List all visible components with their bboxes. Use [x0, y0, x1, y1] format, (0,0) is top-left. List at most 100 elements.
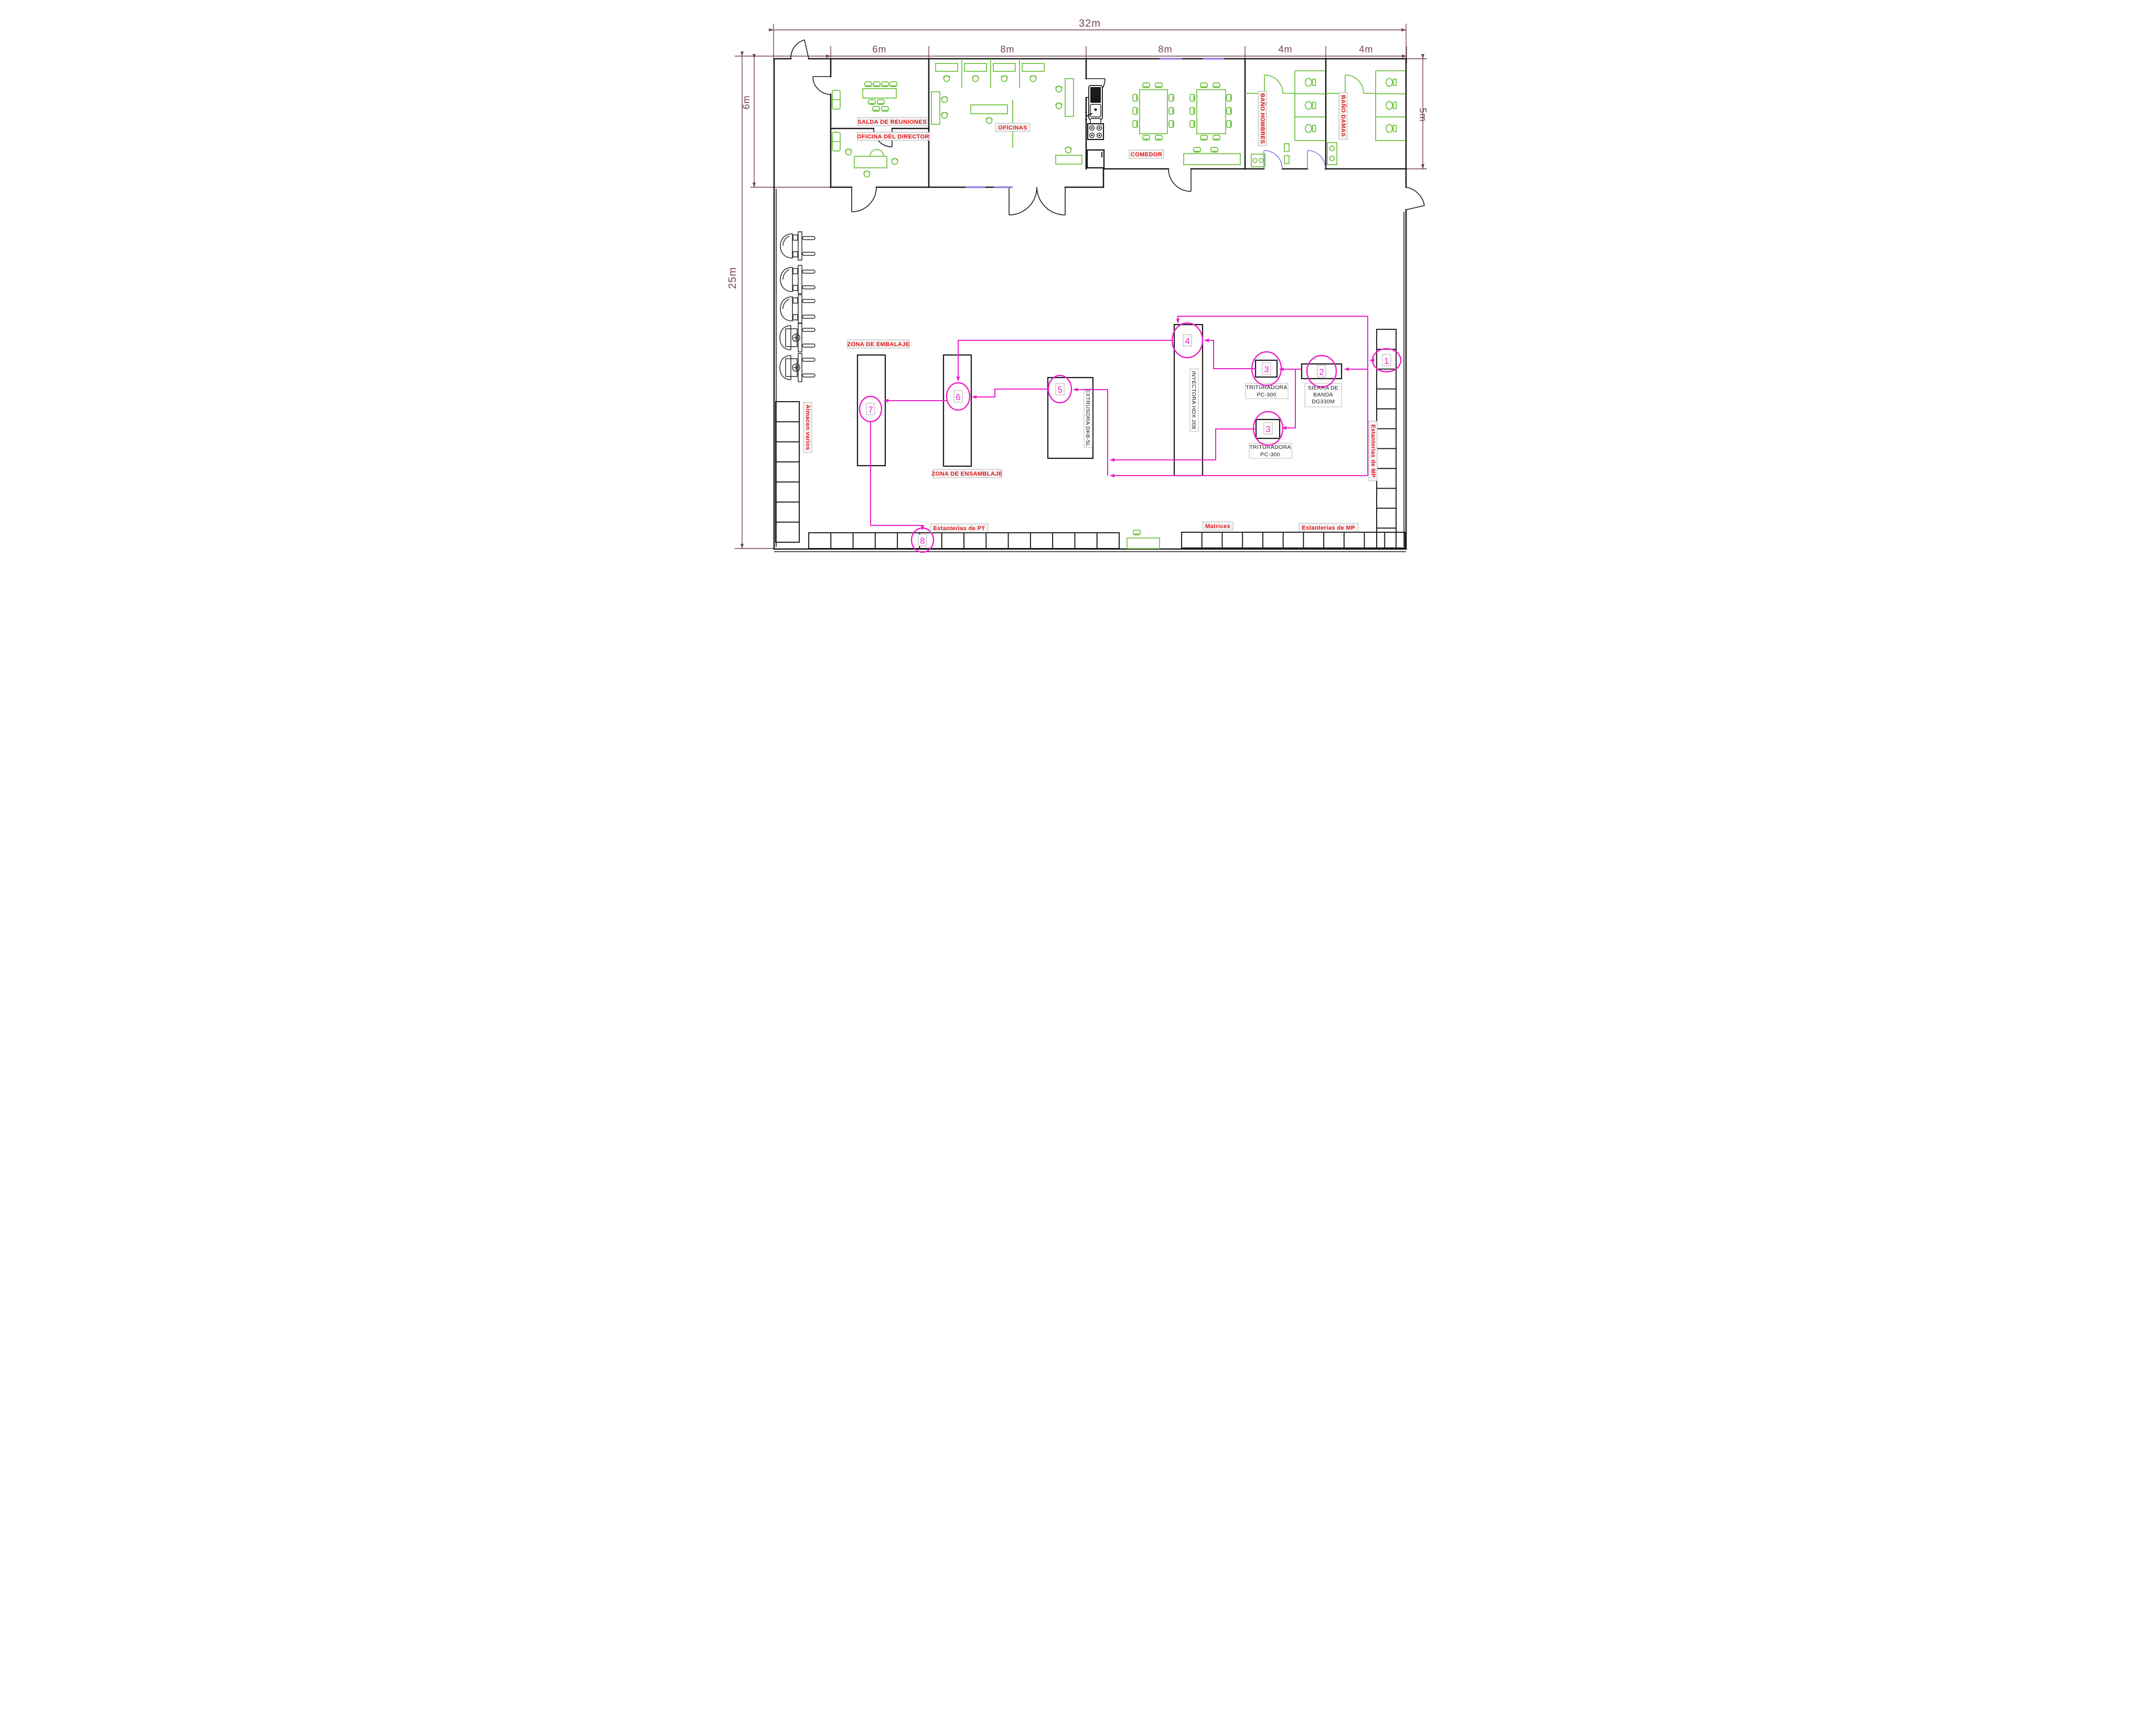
dim-seg-bath-women: 4m: [1359, 44, 1373, 55]
door-arc-icon: [1263, 150, 1283, 169]
svg-text:1: 1: [1384, 356, 1389, 366]
door-arc-icon: [1406, 187, 1425, 210]
sofa-icon: [831, 132, 841, 152]
chair-icon: [940, 96, 948, 103]
chair-icon: [1168, 120, 1174, 128]
flow-node-5: 5: [1047, 374, 1072, 404]
office-desk: [963, 63, 987, 72]
dining-counter: [1183, 153, 1241, 165]
bath-women-fixtures: [1325, 70, 1406, 165]
chair-icon: [1226, 94, 1232, 102]
chair-icon: [1142, 82, 1150, 88]
chair-icon: [1154, 82, 1163, 88]
toilet-icon: [1385, 78, 1397, 87]
chair-icon: [1193, 147, 1201, 153]
shelf-misc-storage: [775, 401, 800, 543]
chair-icon: [1212, 135, 1220, 141]
toilet-icon: [1304, 101, 1316, 110]
bath-men-fixtures: [1245, 70, 1325, 167]
dim-bath-depth: 5m: [1418, 107, 1428, 122]
office-desk: [970, 104, 1008, 114]
shelf-pt-row: [808, 532, 1120, 549]
svg-text:Matrices: Matrices: [1205, 523, 1230, 530]
label-shelves-mp-right: Estanterias de MP: [1368, 421, 1377, 481]
sink-icon: [1252, 158, 1258, 163]
svg-text:Estanterias de MP: Estanterias de MP: [1302, 525, 1355, 531]
chair-icon: [1168, 94, 1174, 102]
machine-label-crusher-top: TRITURADORA PC-300: [1245, 383, 1288, 399]
chair-icon: [1132, 107, 1138, 115]
chair-icon: [1064, 146, 1072, 154]
door-arc-icon: [1306, 150, 1326, 169]
dim-seg-offices: 8m: [1000, 44, 1014, 55]
door-layer: [790, 39, 1425, 216]
office-desk: [1055, 155, 1082, 165]
sink-counter: [1326, 142, 1337, 165]
chair-icon: [891, 158, 898, 165]
meeting-table: [862, 88, 897, 99]
dim-office-depth: 6m: [741, 95, 752, 109]
svg-text:3: 3: [1264, 364, 1269, 374]
door-arc-icon: [790, 39, 809, 59]
dimension-layer: 32m 6m 8m 8m 4m 4m 25m 6m 5m: [727, 18, 1428, 549]
dim-overall-height: 25m: [727, 267, 738, 289]
toilet-icon: [1385, 101, 1397, 110]
door-arc-icon: [851, 187, 877, 212]
office-desk: [1064, 78, 1074, 117]
chair-icon: [1055, 85, 1063, 93]
chair-icon: [867, 99, 876, 105]
svg-text:ZONA DE ENSAMBLAJE: ZONA DE ENSAMBLAJE: [931, 471, 1002, 477]
chair-icon: [971, 75, 979, 82]
shelf-mp-row: [1181, 532, 1406, 549]
svg-text:BAÑO HOMBRES: BAÑO HOMBRES: [1259, 93, 1266, 144]
chair-icon: [942, 75, 950, 82]
svg-text:SALDA DE REUNIONES: SALDA DE REUNIONES: [857, 119, 926, 125]
director-desk: [853, 156, 887, 168]
svg-text:BANDA: BANDA: [1313, 392, 1333, 398]
flow-node-7: 7: [859, 395, 882, 423]
chair-icon: [872, 106, 880, 112]
flow-node-2: 2: [1306, 354, 1337, 388]
window-layer: [965, 58, 1224, 188]
chair-icon: [881, 81, 889, 87]
chair-icon: [1168, 107, 1174, 115]
label-shelves-mp-bottom: Estanterias de MP: [1299, 523, 1358, 532]
dining-table: [1196, 89, 1226, 134]
chair-icon: [1142, 135, 1150, 141]
svg-text:3: 3: [1265, 424, 1270, 434]
urinal-icon: [1283, 143, 1290, 152]
chair-icon: [1189, 120, 1195, 128]
flow-node-6: 6: [946, 382, 970, 411]
chair-icon: [1212, 82, 1220, 88]
svg-text:8: 8: [920, 536, 925, 546]
sink-icon: [1329, 155, 1335, 162]
svg-text:7: 7: [868, 405, 873, 415]
svg-text:DG330M: DG330M: [1312, 399, 1335, 405]
chair-icon: [940, 112, 948, 119]
svg-text:ZONA DE EMBALAJE: ZONA DE EMBALAJE: [847, 341, 909, 348]
door-arc-icon: [1036, 187, 1066, 216]
svg-text:2: 2: [1319, 367, 1324, 377]
flow-node-8: 8: [910, 527, 934, 553]
stove-icon: [1087, 123, 1104, 141]
dim-seg-dining: 8m: [1158, 44, 1172, 55]
svg-text:4: 4: [1185, 336, 1189, 346]
label-matrices: Matrices: [1202, 521, 1233, 531]
chair-icon: [872, 81, 881, 87]
svg-text:SIERRA DE: SIERRA DE: [1307, 385, 1338, 391]
door-arc-icon: [1008, 187, 1037, 216]
flow-layer: 1 2 3 3 4 5 6 7 8: [859, 316, 1401, 553]
forklift-icon: [779, 323, 816, 352]
chair-icon: [889, 81, 897, 87]
svg-text:6: 6: [956, 392, 960, 402]
svg-text:Almacen varios: Almacen varios: [805, 405, 811, 450]
machine-label-injector: INYECTORA HDX 208: [1190, 371, 1197, 429]
label-offices: OFICINAS: [995, 123, 1030, 132]
label-assembly-zone: ZONA DE ENSAMBLAJE: [931, 469, 1002, 478]
chair-icon: [1210, 147, 1218, 153]
chair-icon: [869, 149, 884, 157]
label-misc-storage: Almacen varios: [803, 402, 812, 453]
inspection-desk: [1126, 537, 1160, 549]
label-bath-men: BAÑO HOMBRES: [1258, 91, 1267, 146]
chair-icon: [1189, 107, 1195, 115]
